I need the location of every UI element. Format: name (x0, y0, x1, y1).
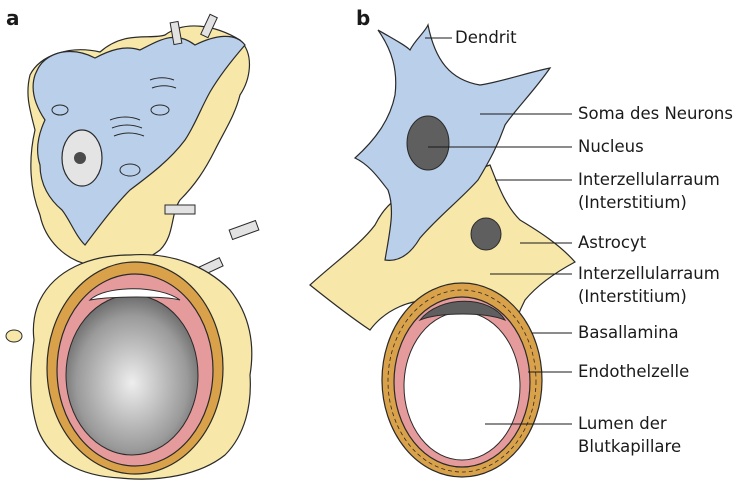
label-interstitium-2: (Interstitium) (578, 286, 687, 307)
label-astrocyt: Astrocyt (578, 232, 646, 253)
nucleolus-a (74, 152, 86, 164)
label-soma-des-neurons: Soma des Neurons (578, 103, 733, 124)
label-dendrit: Dendrit (455, 27, 517, 48)
label-lumen-der: Lumen der (578, 413, 667, 434)
lumen-a (66, 295, 198, 455)
perivascular-bulb-a (6, 330, 22, 342)
panel-a-illustration (6, 14, 259, 479)
label-endothelzelle: Endothelzelle (578, 361, 689, 382)
panel-label-a: a (6, 8, 20, 28)
label-nucleus: Nucleus (578, 136, 644, 157)
astrocyte-nucleus-b (471, 218, 501, 250)
label-interstitium-1: (Interstitium) (578, 192, 687, 213)
panel-b-illustration (310, 25, 575, 477)
lumen-b (404, 312, 520, 460)
label-basallamina: Basallamina (578, 322, 679, 343)
label-interzellularraum-1: Interzellularraum (578, 169, 720, 190)
label-blutkapillare: Blutkapillare (578, 436, 681, 457)
panel-label-b: b (356, 8, 370, 28)
label-interzellularraum-2: Interzellularraum (578, 263, 720, 284)
neuron-nucleus-b (407, 116, 449, 170)
